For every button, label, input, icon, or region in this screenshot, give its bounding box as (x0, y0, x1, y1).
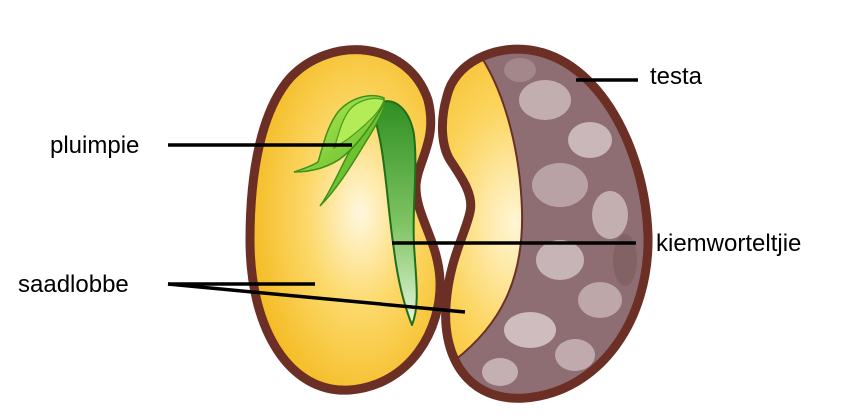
label-kiemworteltjie: kiemworteltjie (656, 230, 802, 257)
radicle (374, 100, 418, 326)
right-seed-outline (437, 44, 653, 403)
plumule-leaf-top (332, 97, 385, 150)
leader-line-saadlobbe-2 (167, 282, 466, 314)
label-testa: testa (650, 63, 703, 90)
label-pluimpie: pluimpie (50, 132, 140, 159)
label-saadlobbe: saadlobbe (18, 271, 129, 298)
